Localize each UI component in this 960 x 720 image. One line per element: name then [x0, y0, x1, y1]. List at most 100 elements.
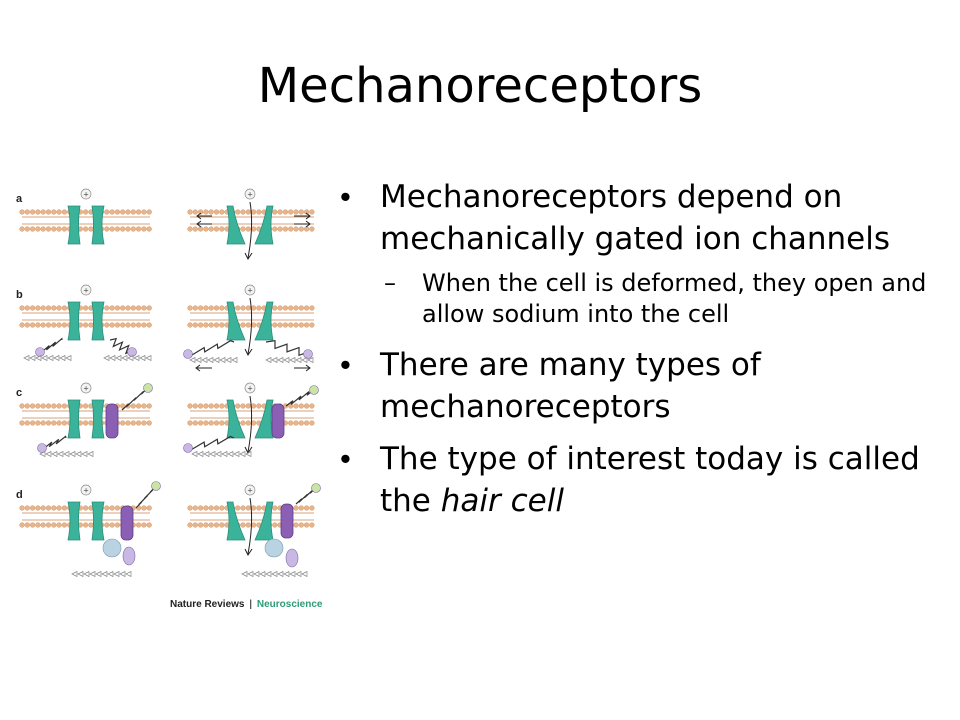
credit-journal: Neuroscience [256, 599, 323, 610]
lipid-head [135, 305, 142, 311]
filament-segment [271, 570, 278, 578]
lipid-head [272, 322, 278, 328]
lipid-head [109, 322, 115, 328]
ion-channel: + [226, 484, 274, 556]
lipid-head [240, 505, 246, 511]
lipid-head [304, 209, 310, 215]
lipid-head [187, 305, 193, 311]
lipid-head [56, 305, 62, 311]
lipid-head [104, 322, 110, 328]
lipid-head [187, 522, 193, 528]
cation-plus-sign: + [247, 487, 253, 495]
filament-segment [45, 450, 52, 458]
lipid-head [192, 305, 198, 311]
filament-segment [51, 450, 58, 458]
filament-segment [225, 356, 232, 364]
filament-segment [113, 570, 120, 578]
lipid-head [51, 420, 57, 426]
filament-segment [247, 570, 254, 578]
lipid-head [45, 522, 52, 528]
lipid-head [256, 505, 262, 511]
lipid-head [219, 522, 225, 528]
arrow-head [196, 220, 202, 228]
lipid-head [35, 305, 41, 311]
filament-segment [29, 354, 36, 362]
channel-subunit [254, 205, 274, 245]
filament-segment [69, 450, 76, 458]
lipid-head [309, 420, 315, 426]
lipid-head [146, 209, 152, 215]
lipid-head [309, 522, 315, 528]
tether [35, 337, 63, 357]
lipid-head [198, 522, 204, 528]
filament-segment [209, 450, 216, 458]
filament-segment [271, 356, 278, 364]
cation-marker [244, 382, 256, 394]
lipid-head [192, 522, 198, 528]
ion-flow-arrow [247, 497, 253, 555]
lipid-head [120, 209, 126, 215]
tether [265, 340, 313, 359]
lipid-head [82, 403, 89, 409]
lipid-head [35, 505, 41, 511]
filament-segment [283, 570, 290, 578]
lipid-head [282, 305, 289, 311]
lipid-head [82, 420, 89, 426]
lipid-head [125, 305, 131, 311]
lavender-protein [285, 548, 299, 568]
filament-segment [219, 356, 226, 364]
lipid-head [240, 305, 246, 311]
cation-marker [244, 284, 256, 296]
filament-segment [57, 450, 64, 458]
lipid-head [19, 226, 25, 232]
lipid-head [40, 403, 46, 409]
filament-segment [277, 570, 284, 578]
lipid-head [203, 226, 209, 232]
lipid-bilayer [19, 305, 152, 328]
cation-plus-sign: + [247, 191, 253, 199]
filament-segment [301, 356, 308, 364]
arrow-head [305, 364, 311, 372]
channel-subunit [91, 301, 105, 341]
lipid-head [298, 226, 304, 232]
lipid-head [213, 522, 220, 528]
cytoskeleton-filament [189, 356, 238, 364]
lipid-head [146, 522, 152, 528]
filament-segment [201, 356, 208, 364]
lipid-head [293, 209, 299, 215]
lipid-head [35, 209, 41, 215]
lipid-head [120, 322, 126, 328]
lipid-head [56, 403, 62, 409]
tether [183, 340, 235, 359]
ion-flow-arrow [247, 201, 253, 259]
lipid-head [51, 403, 57, 409]
cation-marker [244, 484, 256, 496]
lipid-head [288, 403, 294, 409]
lipid-head [213, 209, 220, 215]
lipid-head [304, 522, 310, 528]
lipid-head [198, 403, 204, 409]
lipid-head [114, 322, 121, 328]
lipid-head [130, 209, 136, 215]
lipid-head [24, 209, 30, 215]
lipid-head [146, 226, 152, 232]
filament-segment [35, 354, 42, 362]
cytoskeleton-filament [23, 354, 72, 362]
lipid-head [82, 322, 89, 328]
lipid-head [192, 322, 198, 328]
lipid-head [251, 403, 257, 409]
lipid-head [293, 322, 299, 328]
cytoskeleton-filament [241, 570, 308, 578]
lipid-head [288, 209, 294, 215]
cation-marker [80, 284, 92, 296]
lipid-head [45, 420, 52, 426]
lipid-head [251, 505, 257, 511]
lipid-head [245, 403, 251, 409]
lipid-head [219, 322, 225, 328]
lipid-head [24, 505, 30, 511]
tether-anchor [309, 385, 319, 395]
lipid-head [256, 403, 262, 409]
bullet-list: Mechanoreceptors depend on mechanically … [340, 176, 940, 532]
lipid-head [40, 505, 46, 511]
lipid-head [109, 226, 115, 232]
